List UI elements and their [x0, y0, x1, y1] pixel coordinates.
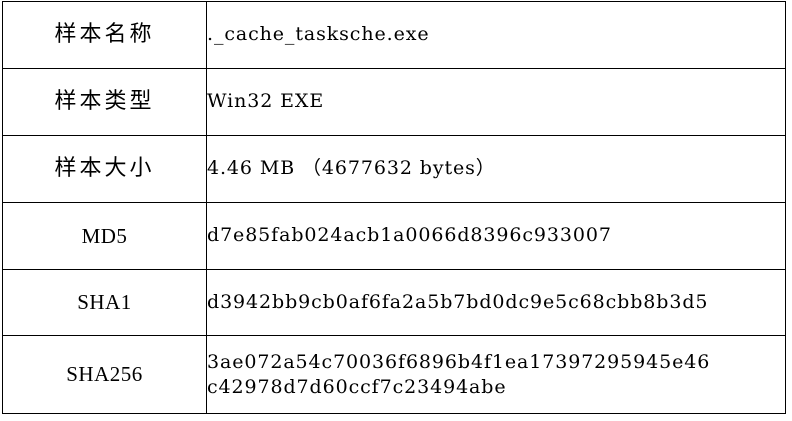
value-line: c42978d7d60ccf7c23494abe: [207, 375, 507, 398]
row-value-md5: d7e85fab024acb1a0066d8396c933007: [206, 202, 786, 270]
table-row-sample-name: 样本名称 ._cache_tasksche.exe: [2, 1, 786, 69]
table-body: 样本名称 ._cache_tasksche.exe 样本类型 Win32 EXE…: [2, 1, 786, 414]
table-row-sha256: SHA256 3ae072a54c70036f6896b4f1ea1739729…: [2, 335, 786, 414]
row-label-sha1: SHA1: [2, 269, 207, 336]
table-row-sample-type: 样本类型 Win32 EXE: [2, 68, 786, 136]
sample-info-table: 样本名称 ._cache_tasksche.exe 样本类型 Win32 EXE…: [2, 1, 786, 414]
row-label-sha256: SHA256: [2, 335, 207, 414]
row-value-sha256: 3ae072a54c70036f6896b4f1ea17397295945e46…: [206, 335, 786, 414]
row-value-sample-type: Win32 EXE: [206, 68, 786, 136]
value-line: ._cache_tasksche.exe: [207, 23, 430, 46]
value-line: d7e85fab024acb1a0066d8396c933007: [207, 224, 612, 247]
row-label-sample-name: 样本名称: [2, 1, 207, 69]
row-value-sha1: d3942bb9cb0af6fa2a5b7bd0dc9e5c68cbb8b3d5: [206, 269, 786, 336]
row-label-sample-size: 样本大小: [2, 135, 207, 203]
row-value-sample-name: ._cache_tasksche.exe: [206, 1, 786, 69]
row-value-sample-size: 4.46 MB （4677632 bytes）: [206, 135, 786, 203]
table-row-sha1: SHA1 d3942bb9cb0af6fa2a5b7bd0dc9e5c68cbb…: [2, 269, 786, 336]
value-line: 3ae072a54c70036f6896b4f1ea17397295945e46: [207, 350, 711, 373]
row-label-md5: MD5: [2, 202, 207, 270]
table-row-md5: MD5 d7e85fab024acb1a0066d8396c933007: [2, 202, 786, 270]
value-line: d3942bb9cb0af6fa2a5b7bd0dc9e5c68cbb8b3d5: [207, 290, 709, 313]
value-line: 4.46 MB （4677632 bytes）: [207, 157, 496, 180]
value-line: Win32 EXE: [207, 90, 325, 113]
table-row-sample-size: 样本大小 4.46 MB （4677632 bytes）: [2, 135, 786, 203]
row-label-sample-type: 样本类型: [2, 68, 207, 136]
